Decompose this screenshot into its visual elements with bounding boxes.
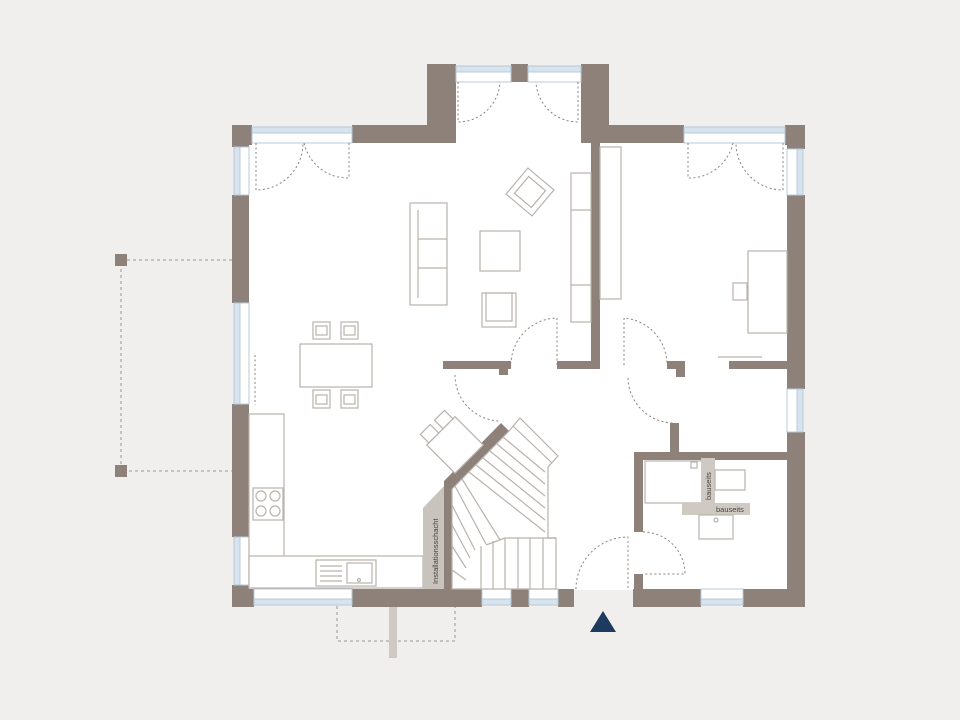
entrance-marker [590, 611, 616, 632]
living-furniture [409, 167, 592, 328]
terrace-outline [115, 254, 232, 477]
window-north-east [683, 126, 786, 134]
window-west-middle [233, 302, 241, 405]
bar-table [419, 409, 485, 475]
window-south-stair [481, 598, 512, 606]
sofa [409, 202, 448, 306]
armchair-north [505, 167, 555, 217]
staircase [451, 417, 559, 590]
dining-table [299, 321, 373, 409]
window-west-bottom [233, 536, 241, 586]
entrance-canopy-outline [336, 606, 456, 658]
window-north-bay-right [527, 65, 582, 73]
study-furniture [599, 146, 788, 358]
entrance-triangle-icon [590, 611, 616, 632]
bauseits-vertical-block [701, 458, 715, 514]
window-south-wc [700, 598, 744, 606]
sideboard [570, 172, 592, 323]
desk [747, 250, 788, 334]
window-south-west [253, 598, 353, 606]
walls [232, 64, 805, 607]
kitchen [248, 413, 424, 589]
installation-shaft: Installationsschacht [423, 486, 444, 589]
window-north-west [251, 126, 353, 134]
door-swings [254, 81, 784, 590]
window-south-stair-2 [528, 598, 559, 606]
window-east-top [796, 148, 804, 196]
bauseits-horizontal-block [682, 503, 750, 515]
window-east-middle [796, 388, 804, 433]
bauseits-label-vertical: bauseits [704, 472, 713, 500]
sink [315, 559, 377, 587]
bauseits-label-horizontal: bauseits [716, 505, 744, 514]
window-west-top [233, 146, 241, 196]
coffee-table [479, 230, 521, 272]
desk-chair [732, 282, 748, 301]
shelf [599, 146, 622, 300]
armchair-south [481, 292, 517, 328]
toilet [714, 469, 746, 491]
wc-area: bauseits bauseits [644, 458, 750, 540]
wash-basin [698, 514, 734, 540]
installation-shaft-label: Installationsschacht [431, 518, 440, 584]
windows [233, 65, 804, 606]
window-north-bay-left [455, 65, 512, 73]
